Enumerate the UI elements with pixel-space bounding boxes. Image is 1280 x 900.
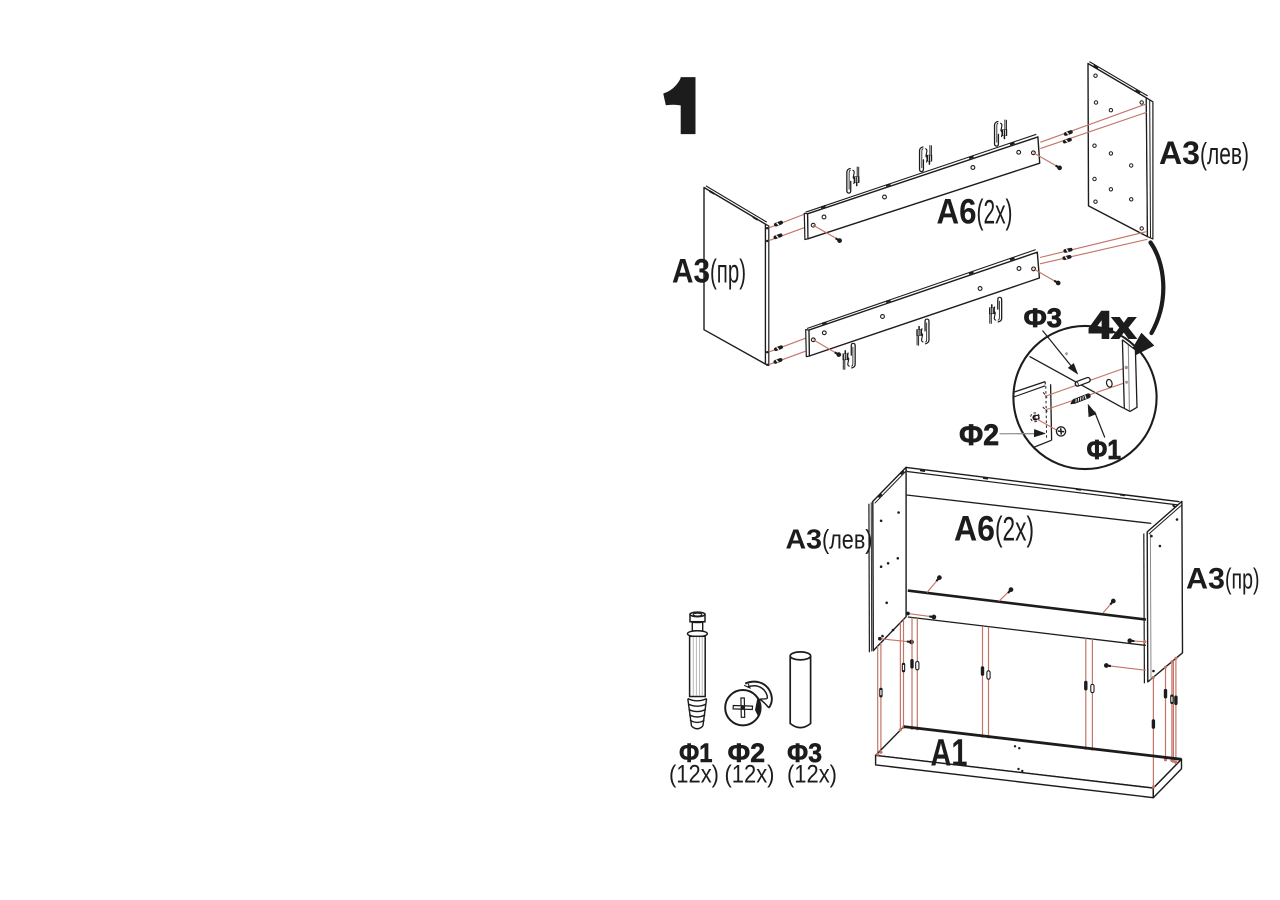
svg-text:(лев): (лев) — [822, 525, 873, 555]
svg-text:Ф1: Ф1 — [679, 738, 713, 768]
svg-text:(пр): (пр) — [1225, 564, 1260, 596]
svg-text:Ф3: Ф3 — [787, 738, 822, 768]
svg-text:(пр): (пр) — [710, 253, 746, 290]
svg-text:(12х): (12х) — [787, 761, 837, 789]
svg-text:4х: 4х — [1089, 305, 1136, 347]
svg-text:А3: А3 — [1186, 563, 1225, 596]
svg-text:Ф2: Ф2 — [728, 738, 766, 768]
svg-text:Ф1: Ф1 — [1087, 434, 1122, 465]
svg-text:А6: А6 — [937, 193, 977, 232]
svg-text:(12х): (12х) — [669, 761, 719, 789]
svg-text:(12х): (12х) — [725, 761, 775, 789]
svg-text:А1: А1 — [931, 733, 968, 775]
svg-text:Ф2: Ф2 — [959, 419, 999, 452]
svg-text:А3: А3 — [1159, 135, 1200, 171]
svg-text:(лев): (лев) — [1200, 136, 1249, 171]
svg-text:А6: А6 — [954, 510, 995, 549]
svg-text:А3: А3 — [786, 524, 823, 555]
svg-text:А3: А3 — [672, 253, 710, 291]
svg-text:(2х): (2х) — [977, 194, 1013, 232]
svg-text:Ф3: Ф3 — [1024, 303, 1063, 333]
svg-text:(2х): (2х) — [995, 511, 1034, 549]
